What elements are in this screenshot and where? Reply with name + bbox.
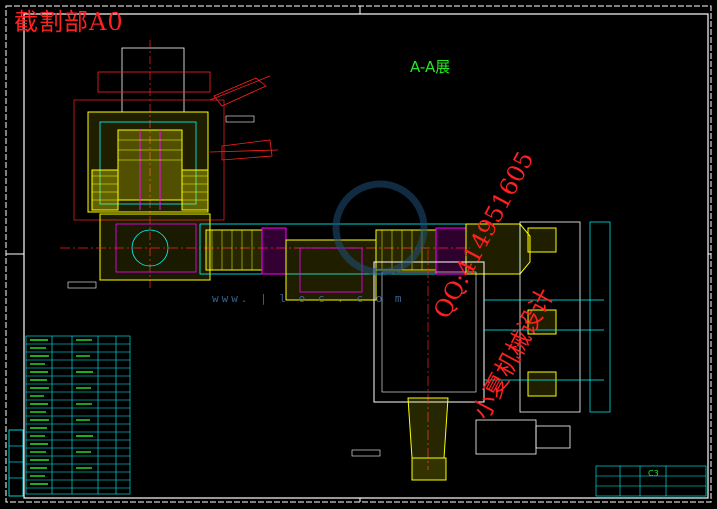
nozzle-assembly-lower — [407, 397, 571, 481]
gear-hatching-top — [92, 139, 208, 201]
part-callout-b — [351, 449, 381, 457]
drum-housing — [373, 221, 611, 470]
title-block-code: C3 — [648, 469, 659, 478]
lower-drive-housing — [60, 213, 470, 281]
part-callout-c — [67, 281, 97, 289]
part-callout-a — [225, 115, 255, 123]
nozzle-assembly-upper — [209, 75, 279, 161]
side-strip-lines — [9, 445, 23, 479]
parts-list-entries — [30, 339, 93, 485]
drawing-title: 截割部A0 — [14, 8, 124, 36]
inner-frame — [23, 13, 709, 499]
motor-housing-top — [73, 40, 225, 290]
watermark-logo — [332, 180, 428, 276]
section-view-label: A-A展 — [410, 58, 451, 76]
title-block — [595, 465, 707, 497]
parts-list-table — [25, 335, 131, 495]
side-strip — [8, 429, 24, 497]
watermark-site-text: www. | l o c . c o m — [212, 292, 405, 305]
